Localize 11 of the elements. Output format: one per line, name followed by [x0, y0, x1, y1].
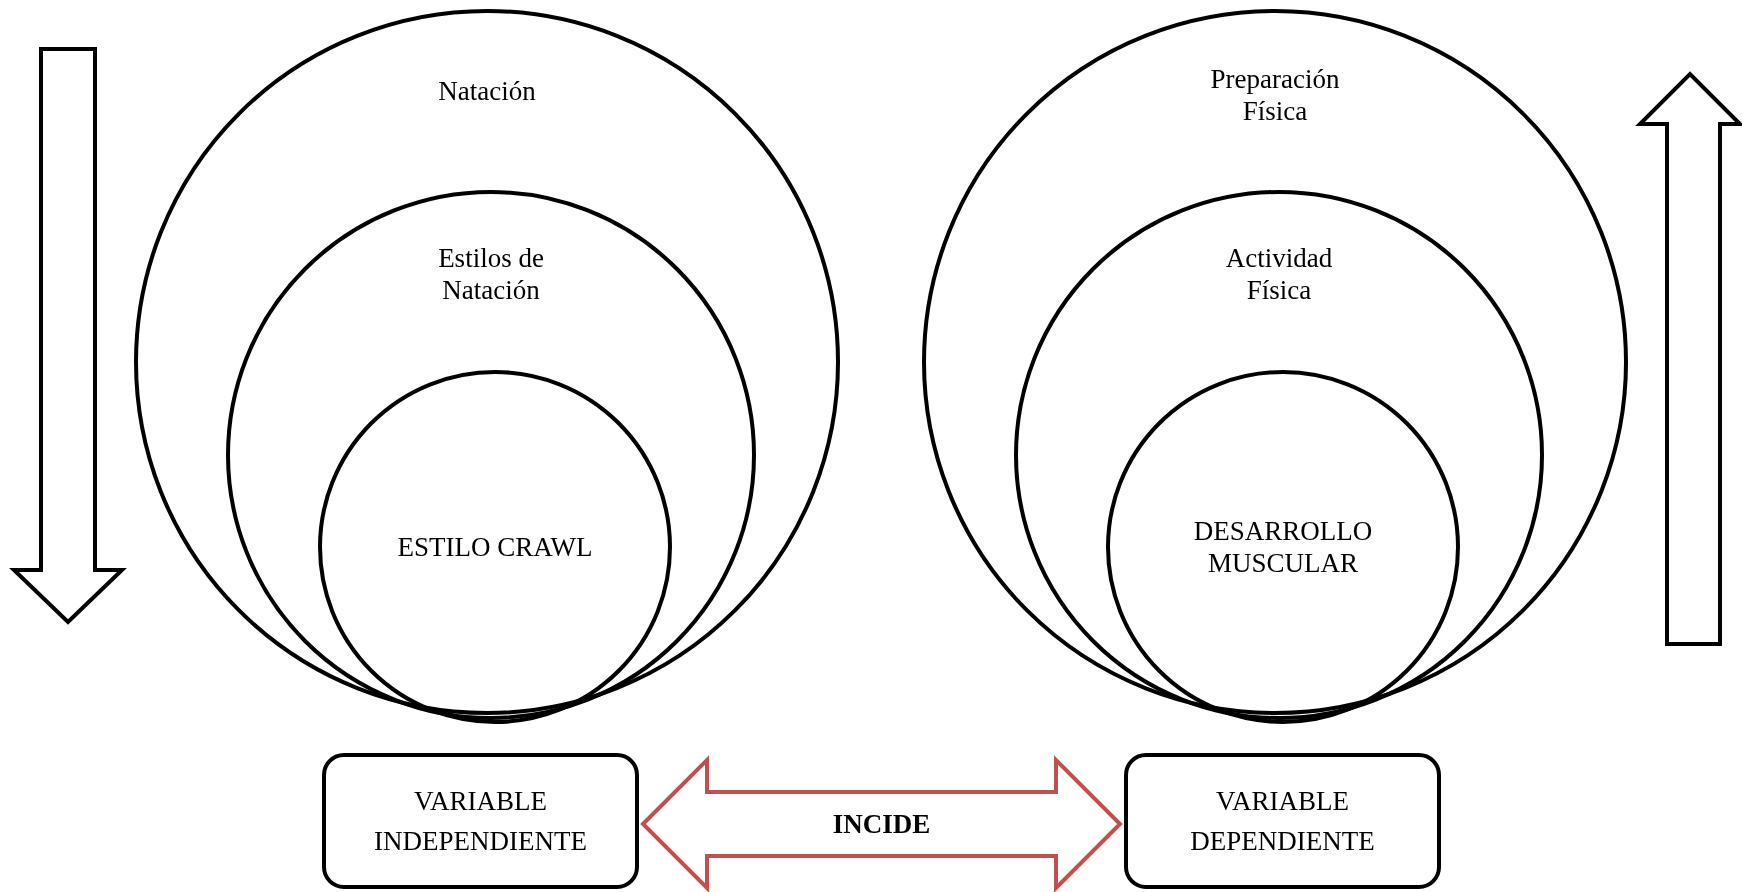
- variable-box: VARIABLE DEPENDIENTE: [1124, 753, 1441, 889]
- circle: [1106, 370, 1460, 724]
- circle-label: Actividad Física: [1225, 242, 1333, 306]
- circle-label: ESTILO CRAWL: [396, 531, 594, 563]
- circle: [318, 370, 672, 724]
- variable-box: VARIABLE INDEPENDIENTE: [322, 753, 639, 889]
- circle-label: Preparación Física: [1209, 63, 1341, 127]
- circle-label: Estilos de Natación: [437, 242, 545, 306]
- double-arrow: [640, 755, 1123, 892]
- circle-label: DESARROLLO MUSCULAR: [1192, 515, 1374, 579]
- circle-label: Natación: [437, 75, 537, 107]
